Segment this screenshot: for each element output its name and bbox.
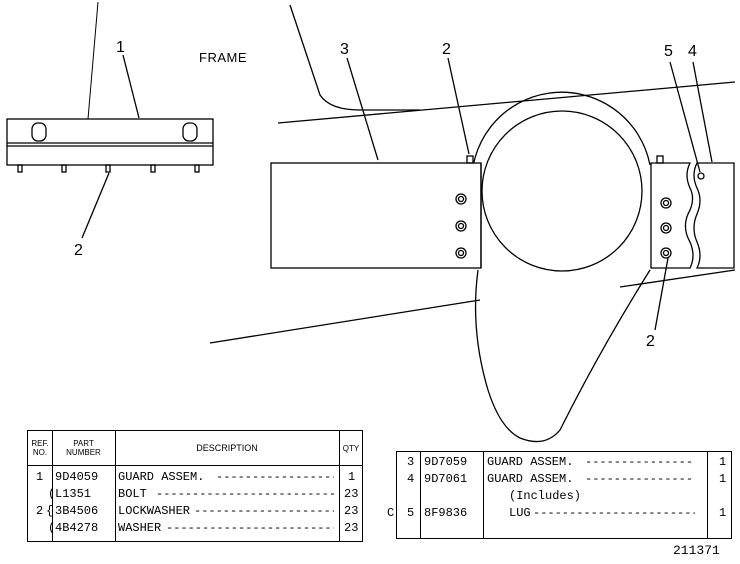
- quantity: 1: [348, 470, 356, 484]
- callout-2: 2: [442, 41, 451, 58]
- description: GUARD ASSEM.: [487, 455, 574, 469]
- guard-plate-4: [650, 155, 735, 269]
- callout-2: 2: [74, 242, 83, 259]
- table-row: ( L1351 BOLT ---------------------------…: [28, 486, 364, 503]
- change-mark: C: [387, 506, 395, 520]
- part-number: 3B4506: [55, 504, 99, 518]
- quantity: 23: [344, 504, 359, 518]
- parts-table-right: 3 9D7059 GUARD ASSEM. ------------------…: [387, 451, 733, 539]
- callout-4: 4: [688, 43, 697, 60]
- table-row: (Includes): [397, 488, 733, 505]
- description: WASHER: [118, 521, 162, 535]
- column-divider: [707, 452, 708, 538]
- guard-plate-3: [270, 155, 482, 269]
- document-number: 211371: [673, 543, 720, 558]
- callout-3: 3: [340, 41, 349, 58]
- column-divider: [339, 431, 340, 541]
- frame-guard-assembly: [6, 1, 214, 173]
- part-number: 9D7059: [424, 455, 468, 469]
- table-row: C 5 8F9836 LUG -------------------------…: [387, 505, 733, 522]
- header-ref-no: REF. NO.: [31, 439, 49, 457]
- part-number: 4B4278: [55, 521, 99, 535]
- table-row: ( 4B4278 WASHER ------------------------…: [28, 520, 364, 537]
- quantity: 1: [719, 455, 727, 469]
- group-bracket: {: [46, 504, 54, 518]
- callout-2: 2: [646, 333, 655, 350]
- description: BOLT: [118, 487, 147, 501]
- leader-dashes: ----------------------------------------…: [533, 506, 695, 520]
- leader-dashes: ----------------------------: [585, 455, 695, 469]
- ref-no: 5: [407, 506, 415, 520]
- leader-dashes: ----------------------------: [216, 470, 334, 484]
- column-divider: [52, 431, 53, 541]
- description: LOCKWASHER: [118, 504, 191, 518]
- quantity: 1: [719, 472, 727, 486]
- part-number: L1351: [55, 487, 92, 501]
- column-divider: [483, 452, 484, 538]
- table-row: 4 9D7061 GUARD ASSEM. ------------------…: [397, 471, 733, 488]
- part-number: 9D4059: [55, 470, 99, 484]
- leader-dashes: ----------------------------------------: [166, 521, 334, 535]
- part-number: 9D7061: [424, 472, 468, 486]
- ref-no: 4: [407, 472, 415, 486]
- callout-1: 1: [116, 39, 125, 56]
- callout-5: 5: [664, 43, 673, 60]
- header-part-number: PART NUMBER: [66, 439, 101, 457]
- ref-no: 1: [36, 470, 44, 484]
- description: GUARD ASSEM.: [487, 472, 574, 486]
- table-row: 1 9D4059 GUARD ASSEM. ------------------…: [28, 469, 364, 486]
- frame-bolts: [17, 164, 200, 173]
- parts-table-left: REF. NO. PART NUMBER DESCRIPTION QTY 1 9…: [27, 430, 363, 542]
- header-qty: QTY: [342, 443, 360, 453]
- leader-dashes: ----------------------------------------…: [156, 487, 334, 501]
- group-bracket: (: [48, 487, 56, 501]
- column-divider: [420, 452, 421, 538]
- column-divider: [115, 431, 116, 541]
- pulley: [471, 91, 651, 272]
- ref-no: 3: [407, 455, 415, 469]
- table-row: 3 9D7059 GUARD ASSEM. ------------------…: [397, 454, 733, 471]
- quantity: 23: [344, 521, 359, 535]
- leader-dashes: ----------------------------------: [194, 504, 334, 518]
- description: GUARD ASSEM.: [118, 470, 205, 484]
- description: (Includes): [509, 489, 582, 503]
- quantity: 23: [344, 487, 359, 501]
- quantity: 1: [719, 506, 727, 520]
- table-header: [28, 431, 362, 466]
- frame-label: FRAME: [199, 50, 247, 65]
- description: LUG: [509, 506, 531, 520]
- group-bracket: (: [48, 521, 56, 535]
- ref-no: 2: [36, 504, 44, 518]
- guard-outline: [209, 4, 736, 443]
- header-description: DESCRIPTION: [196, 442, 258, 453]
- table-row: 2 { 3B4506 LOCKWASHER ------------------…: [28, 503, 364, 520]
- part-number: 8F9836: [424, 506, 468, 520]
- leader-dashes: ----------------------------: [585, 472, 695, 486]
